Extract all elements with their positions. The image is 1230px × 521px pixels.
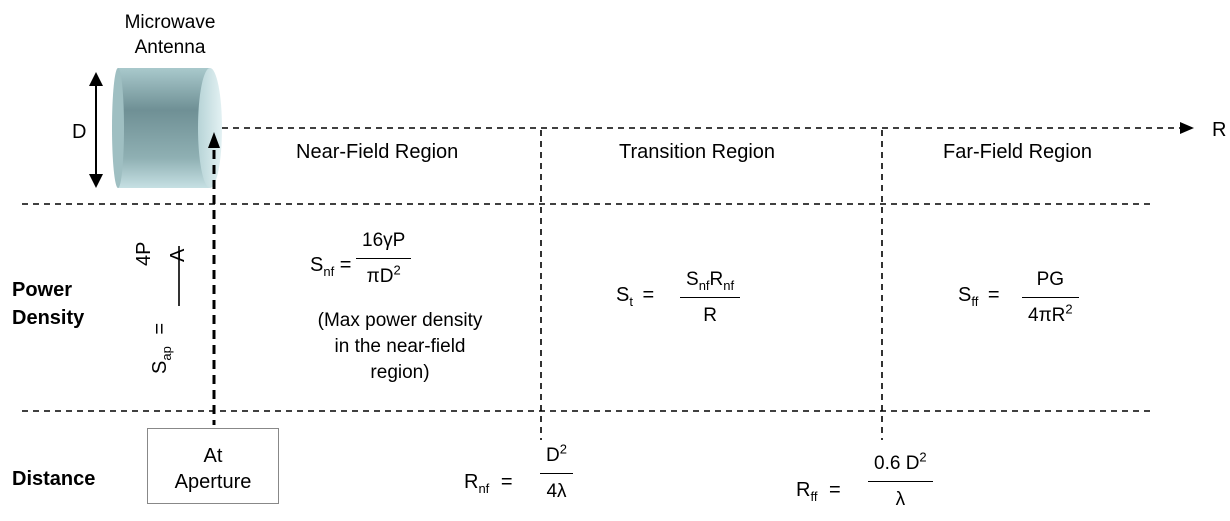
- region-transition: Transition Region: [619, 141, 776, 163]
- diameter-label: D: [72, 121, 87, 143]
- at-aperture-line1: At: [203, 445, 223, 467]
- near-field-s-sub: nf: [323, 264, 335, 279]
- near-field-den-pre: πD: [366, 266, 394, 287]
- at-aperture-box: At Aperture: [147, 428, 279, 504]
- row-label-power: Power: [12, 279, 73, 301]
- near-field-note: (Max power density in the near-field reg…: [280, 308, 520, 386]
- antenna-graphic: [112, 68, 222, 188]
- r-ff-bar: [868, 481, 933, 482]
- aperture-s: S: [149, 360, 171, 374]
- r-nf-bar: [540, 473, 573, 474]
- near-field-note-line1: (Max power density: [317, 310, 483, 331]
- r-nf-eq: =: [500, 471, 513, 493]
- r-ff-fraction: 0.6 D2 λ: [868, 451, 933, 510]
- r-ff-eq: =: [829, 479, 841, 501]
- diameter-arrow: [89, 72, 103, 188]
- r-ff-num-pre: 0.6 D: [874, 453, 920, 474]
- aperture-num: 4P: [133, 241, 155, 266]
- aperture-s-sub: ap: [159, 346, 174, 361]
- r-ff-num: 0.6 D2: [868, 451, 933, 474]
- far-field-s: S: [958, 284, 972, 306]
- near-field-lhs: Snf =: [310, 254, 352, 278]
- r-nf-num-sup: 2: [559, 441, 567, 457]
- far-field-lhs: Sff =: [958, 284, 1000, 308]
- transition-num-s-sub: nf: [698, 277, 710, 293]
- r-ff-den: λ: [895, 489, 906, 510]
- aperture-eq: =: [149, 322, 171, 335]
- far-field-den-pre: 4πR: [1028, 305, 1066, 326]
- near-field-num: 16γP: [362, 230, 406, 251]
- region-far-field: Far-Field Region: [943, 141, 1092, 163]
- r-ff-num-sup: 2: [919, 449, 927, 465]
- far-field-s-sub: ff: [971, 294, 979, 309]
- r-nf-r: R: [464, 471, 479, 493]
- far-field-den: 4πR2: [1022, 303, 1079, 326]
- antenna-title-line2: Antenna: [134, 37, 206, 58]
- aperture-formula: Sap = 4P A: [133, 160, 189, 400]
- r-axis-label: R: [1212, 119, 1227, 141]
- near-field-den-sup: 2: [393, 262, 401, 278]
- r-ff-lhs: Rff =: [796, 479, 841, 503]
- near-field-note-line2: in the near-field: [334, 336, 466, 357]
- row-label-distance: Distance: [12, 468, 96, 490]
- near-field-fraction: 16γP πD2: [356, 230, 412, 287]
- r-nf-num-pre: D: [546, 445, 560, 466]
- transition-den: R: [703, 305, 717, 326]
- near-field-bar: [356, 258, 412, 259]
- transition-s: S: [616, 284, 630, 306]
- r-axis: [222, 122, 1194, 134]
- transition-bar: [680, 297, 741, 298]
- far-field-bar: [1022, 297, 1079, 298]
- transition-num-s: S: [686, 269, 699, 290]
- at-aperture-line2: Aperture: [174, 471, 252, 493]
- r-nf-num: D2: [540, 443, 573, 466]
- far-field-den-sup: 2: [1065, 301, 1073, 317]
- aperture-den: A: [167, 248, 189, 262]
- transition-num: SnfRnf: [680, 269, 740, 292]
- antenna-title-line1: Microwave: [124, 12, 216, 33]
- aperture-line: [208, 132, 220, 425]
- row-label-density: Density: [12, 307, 85, 329]
- far-field-num: PG: [1036, 269, 1065, 290]
- near-field-eq: =: [339, 254, 352, 276]
- near-field-s: S: [310, 254, 324, 276]
- r-nf-lhs: Rnf =: [464, 471, 513, 495]
- far-field-fraction: PG 4πR2: [1022, 270, 1079, 325]
- r-ff-sub: ff: [810, 489, 818, 504]
- transition-num-r: R: [709, 269, 724, 290]
- transition-fraction: SnfRnf R: [680, 269, 741, 326]
- far-field-eq: =: [987, 284, 1000, 306]
- region-near-field: Near-Field Region: [296, 141, 459, 163]
- near-field-den: πD2: [361, 264, 407, 287]
- r-nf-den: 4λ: [546, 481, 567, 502]
- transition-num-r-sub: nf: [723, 277, 735, 293]
- row-label-power-density: Power Density: [12, 276, 84, 332]
- r-nf-fraction: D2 4λ: [540, 443, 573, 502]
- r-ff-r: R: [796, 479, 811, 501]
- transition-s-sub: t: [629, 294, 633, 309]
- transition-lhs: St =: [616, 284, 655, 308]
- near-field-note-line3: region): [370, 362, 430, 383]
- antenna-title: Microwave Antenna: [110, 10, 230, 60]
- r-nf-sub: nf: [478, 481, 490, 496]
- transition-eq: =: [642, 284, 655, 306]
